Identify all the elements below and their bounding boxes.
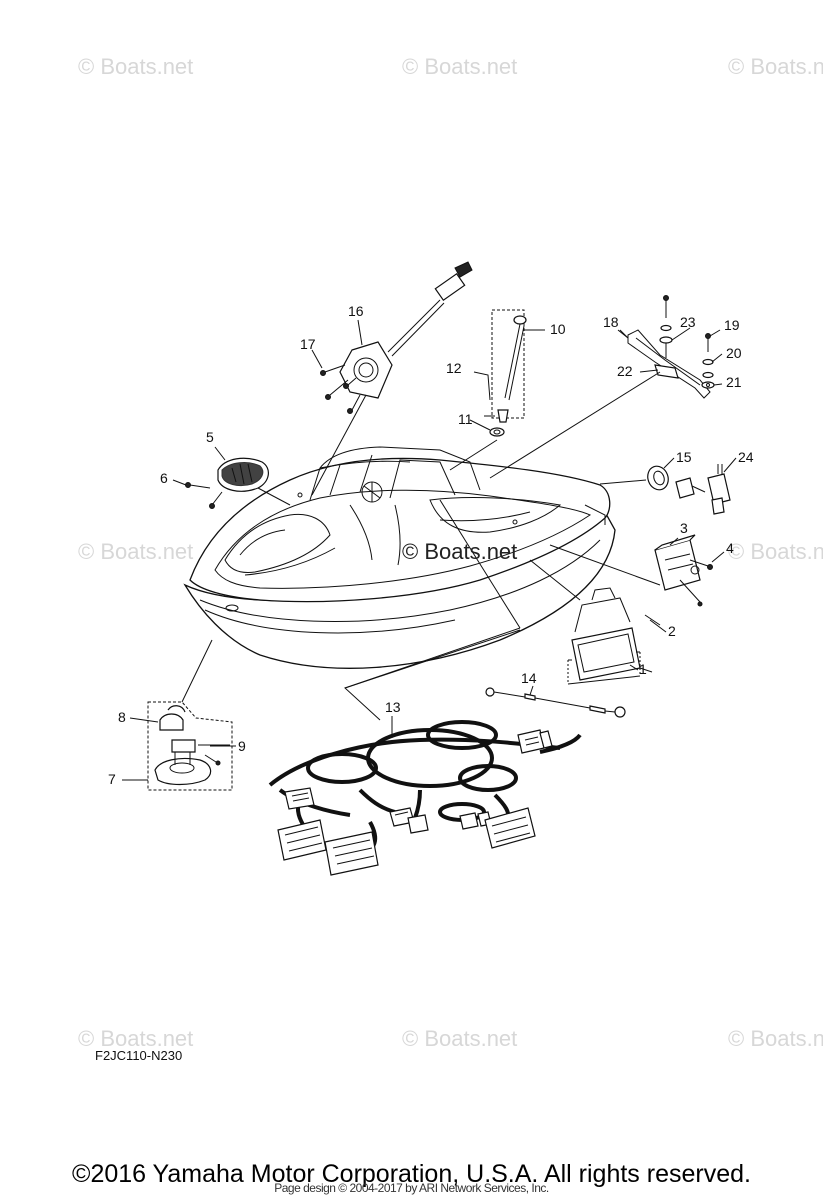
part-13-wire-harness xyxy=(268,499,582,876)
callout-16: 16 xyxy=(348,303,364,319)
callout-1: 1 xyxy=(639,661,647,677)
part-12-lead-line xyxy=(449,371,498,471)
callout-19: 19 xyxy=(724,317,740,333)
callout-13: 13 xyxy=(385,699,401,715)
part-15-gasket xyxy=(599,465,669,491)
callout-11: 11 xyxy=(458,411,473,427)
watermark-bottom-center: © Boats.net xyxy=(402,1026,517,1051)
part-19-20-21-hardware xyxy=(701,333,715,389)
watermark-bottom-right: © Boats.net xyxy=(728,1026,823,1051)
boat-hull-illustration xyxy=(183,446,616,669)
part-22-bracket xyxy=(489,364,679,479)
part-3-control-unit xyxy=(549,534,703,607)
part-8-cap xyxy=(159,705,186,731)
copyright-notice: ©2016 Yamaha Motor Corporation, U.S.A. A… xyxy=(72,1160,751,1188)
part-6-screws xyxy=(185,482,223,509)
watermark-center: © Boats.net xyxy=(402,539,517,564)
callout-14: 14 xyxy=(521,670,537,686)
part-23-washer-bolt xyxy=(659,295,673,358)
part-9-screw xyxy=(198,744,230,766)
connector-large-3 xyxy=(484,807,536,849)
watermark-top-right: © Boats.net xyxy=(728,54,823,79)
callout-labels: 1 2 3 4 5 6 7 8 9 10 11 12 13 14 15 16 1… xyxy=(108,303,754,787)
watermark-bottom-left: © Boats.net xyxy=(78,1026,193,1051)
callout-23: 23 xyxy=(680,314,696,330)
callout-24: 24 xyxy=(738,449,754,465)
callout-5: 5 xyxy=(206,429,214,445)
callout-12: 12 xyxy=(446,360,462,376)
watermark-mid-left: © Boats.net xyxy=(78,539,193,564)
part-14-ground-cable xyxy=(485,687,626,718)
callout-2: 2 xyxy=(668,623,676,639)
callout-20: 20 xyxy=(726,345,742,361)
diagram-code: F2JC110-N230 xyxy=(95,1048,182,1063)
watermark-mid-right: © Boats.net xyxy=(728,539,823,564)
part-16-cover-plate xyxy=(311,261,473,496)
callout-22: 22 xyxy=(617,363,633,379)
part-1-mounting-tray xyxy=(529,559,653,685)
part-24-sensor xyxy=(675,464,731,515)
watermark-top-center: © Boats.net xyxy=(402,54,517,79)
callout-17: 17 xyxy=(300,336,316,352)
connector-large-1 xyxy=(277,819,327,861)
connector-large-2 xyxy=(324,831,379,876)
callout-10: 10 xyxy=(550,321,566,337)
part-5-speaker xyxy=(217,457,291,506)
watermark-top-left: © Boats.net xyxy=(78,54,193,79)
part-2-clip xyxy=(644,614,661,626)
callout-15: 15 xyxy=(676,449,692,465)
callout-3: 3 xyxy=(680,520,688,536)
callout-6: 6 xyxy=(160,470,168,486)
part-17-screws xyxy=(320,364,361,414)
callout-21: 21 xyxy=(726,374,742,390)
part-11-grommet xyxy=(484,415,505,437)
callout-9: 9 xyxy=(238,738,246,754)
callout-4: 4 xyxy=(726,540,734,556)
part-10-antenna-assembly xyxy=(491,309,545,423)
callout-7: 7 xyxy=(108,771,116,787)
callout-18: 18 xyxy=(603,314,619,330)
part-7-fitting-assembly xyxy=(147,639,233,791)
page-design-credit: Page design © 2004-2017 by ARI Network S… xyxy=(274,1181,549,1195)
part-4-bolt xyxy=(689,559,713,570)
callout-8: 8 xyxy=(118,709,126,725)
callout-leaders xyxy=(122,319,737,781)
